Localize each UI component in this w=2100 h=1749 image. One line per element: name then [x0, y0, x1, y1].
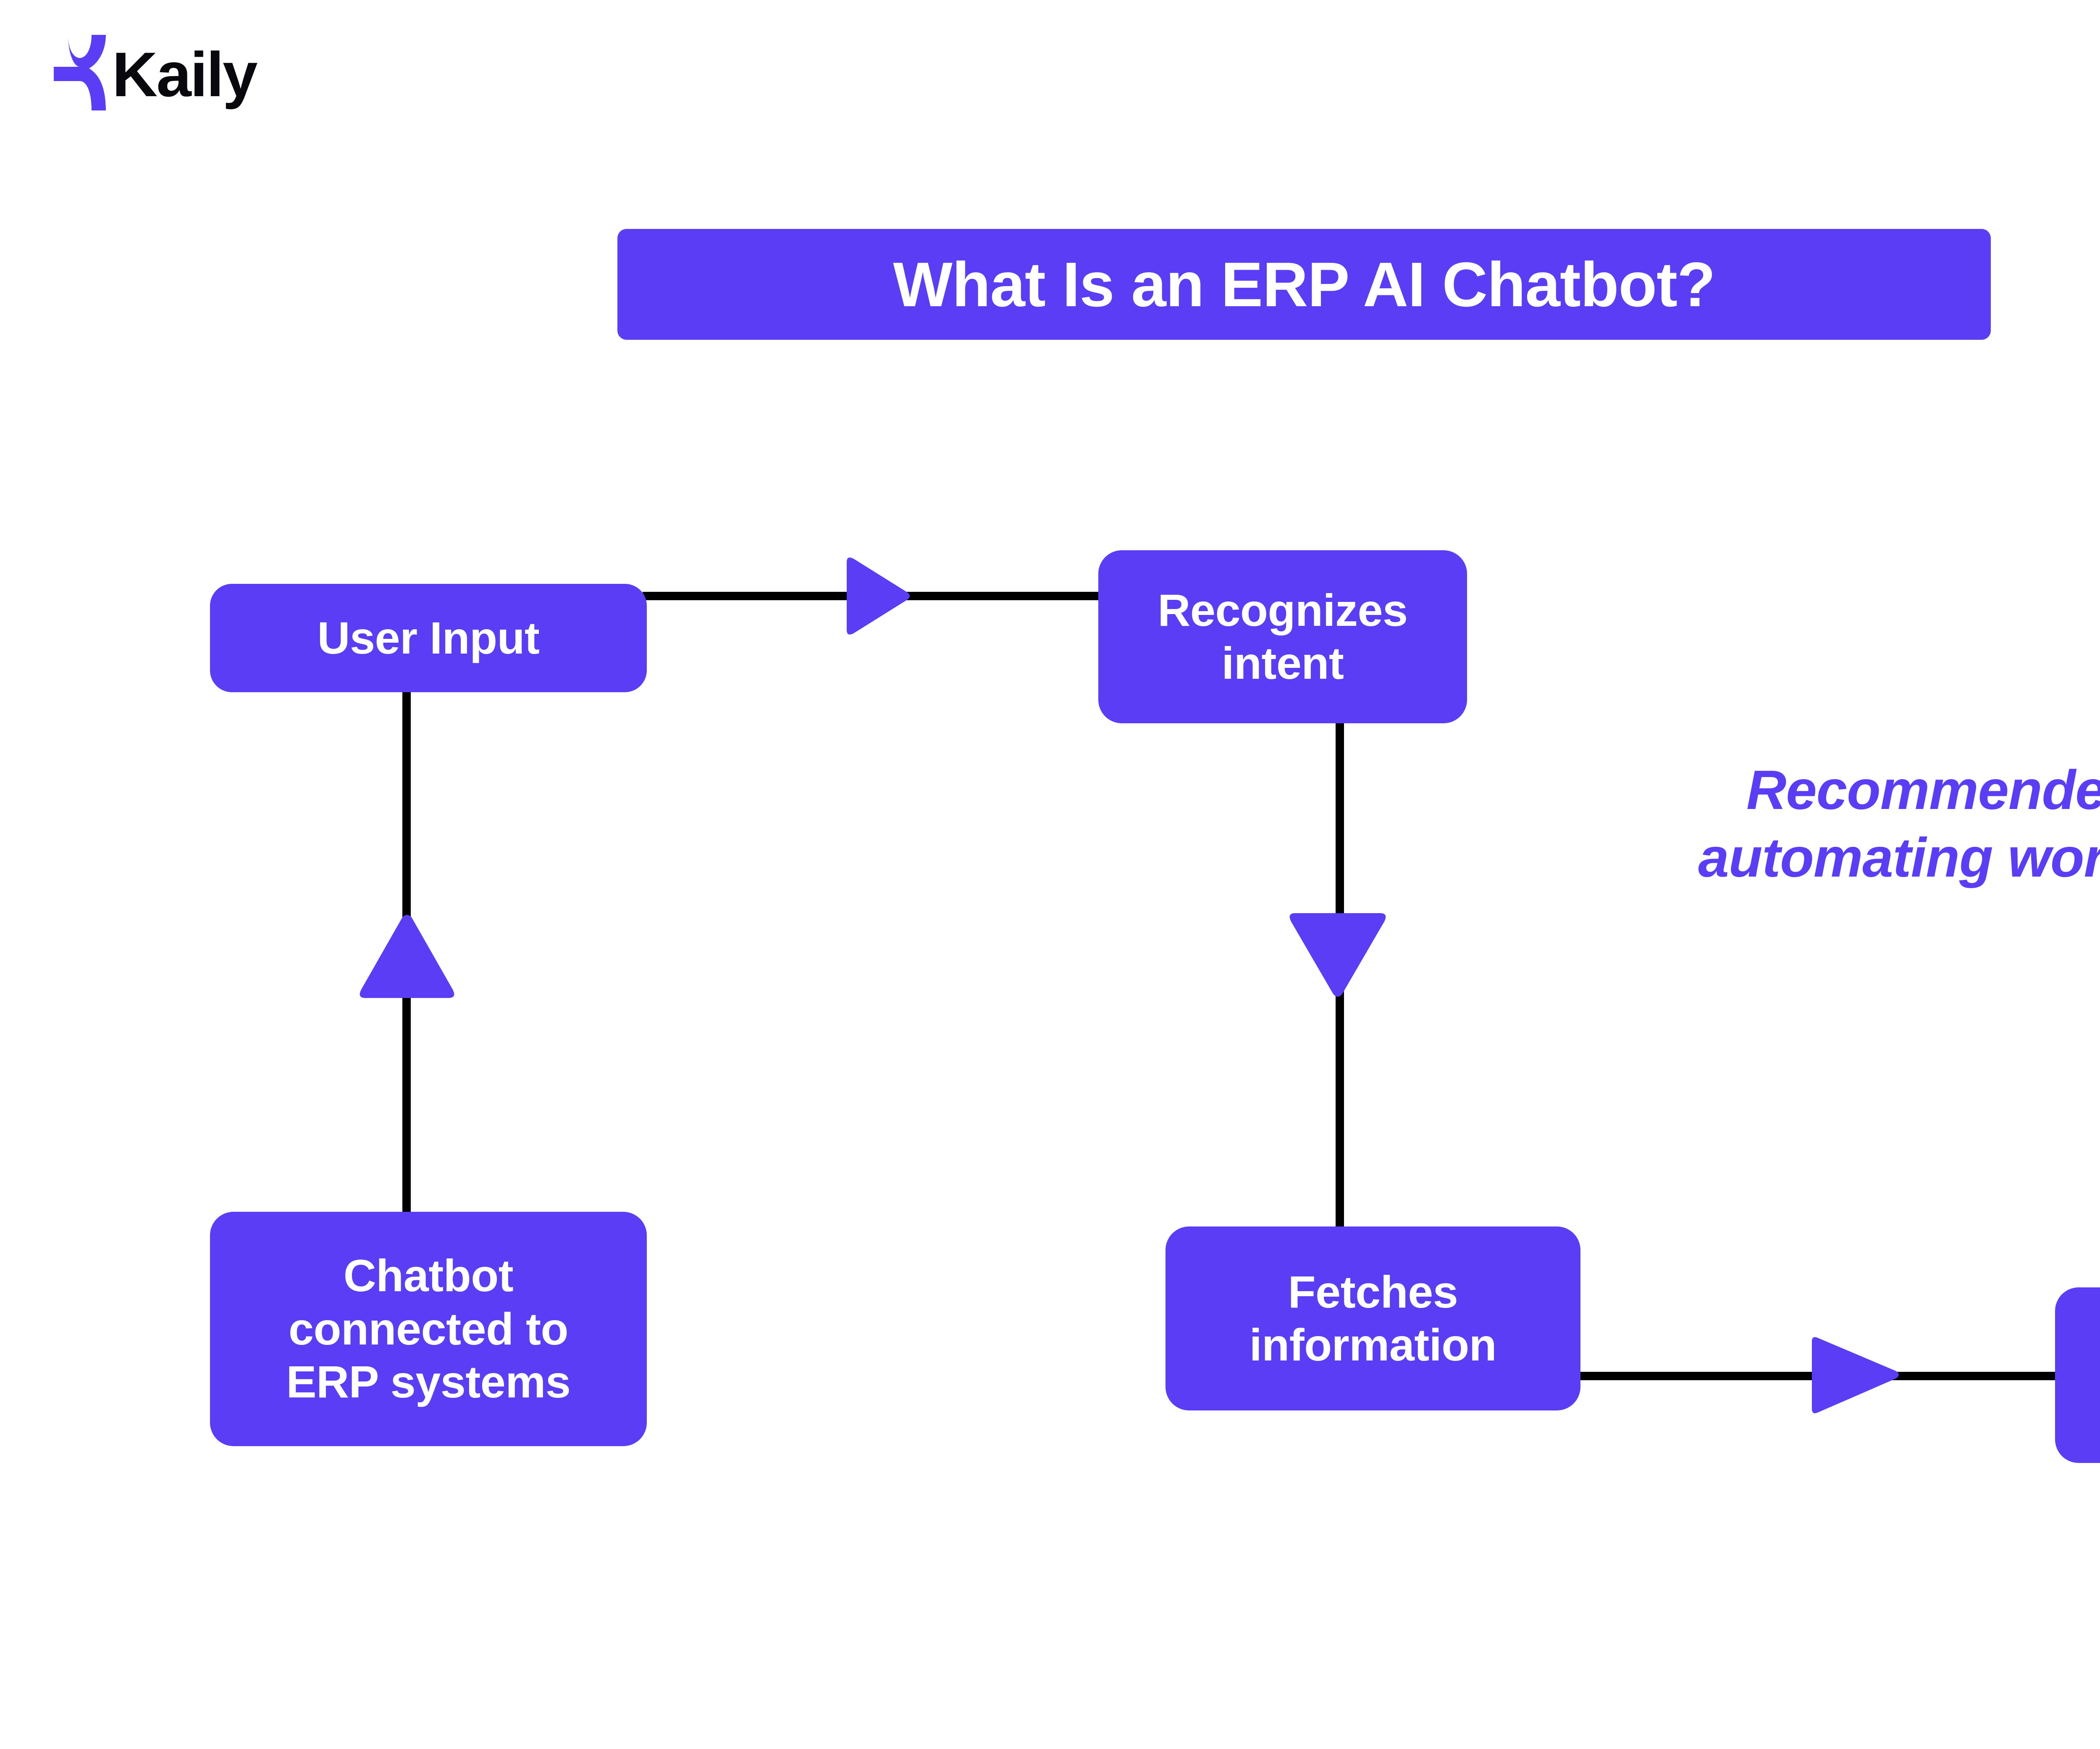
page-title-banner: What Is an ERP AI Chatbot? [617, 229, 1991, 340]
flow-node-fetches-information[interactable]: Fetches information [1166, 1226, 1580, 1410]
kaily-x-mark-icon [54, 35, 106, 110]
arrow-right-icon [840, 555, 911, 637]
flow-node-recognizes-intent[interactable]: Recognizes intent [1098, 550, 1467, 723]
arrow-up-icon [356, 912, 458, 1005]
arrow-down-icon [1286, 906, 1389, 1000]
flow-node-label: Chatbot connected to ERP systems [286, 1250, 571, 1408]
flow-node-chatbot-connected-to-erp-systems[interactable]: Chatbot connected to ERP systems [210, 1212, 647, 1446]
recommendation-note: Recommended for automating workflows [1698, 759, 2100, 889]
brand-wordmark: Kaily [112, 39, 258, 110]
flow-node-label: Recognizes intent [1158, 584, 1408, 688]
flow-node-user-input[interactable]: User Input [210, 584, 647, 692]
page-title: What Is an ERP AI Chatbot? [893, 249, 1715, 320]
flow-node-generates-response[interactable]: Generates response [2055, 1287, 2100, 1463]
flow-node-label: User Input [317, 612, 540, 663]
arrow-right-icon [1805, 1335, 1900, 1415]
brand-logo[interactable]: Kaily [54, 33, 289, 113]
flow-node-label: Fetches information [1249, 1266, 1497, 1370]
